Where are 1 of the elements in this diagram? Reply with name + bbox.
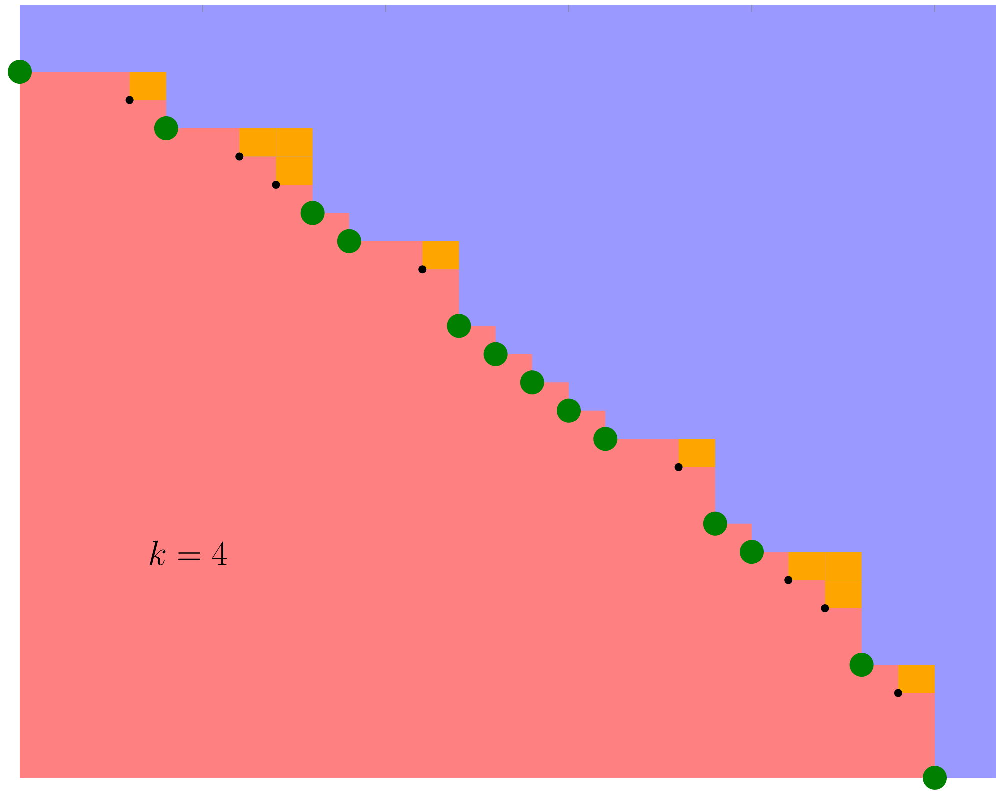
formula-label: $k = 4$: [150, 540, 228, 566]
